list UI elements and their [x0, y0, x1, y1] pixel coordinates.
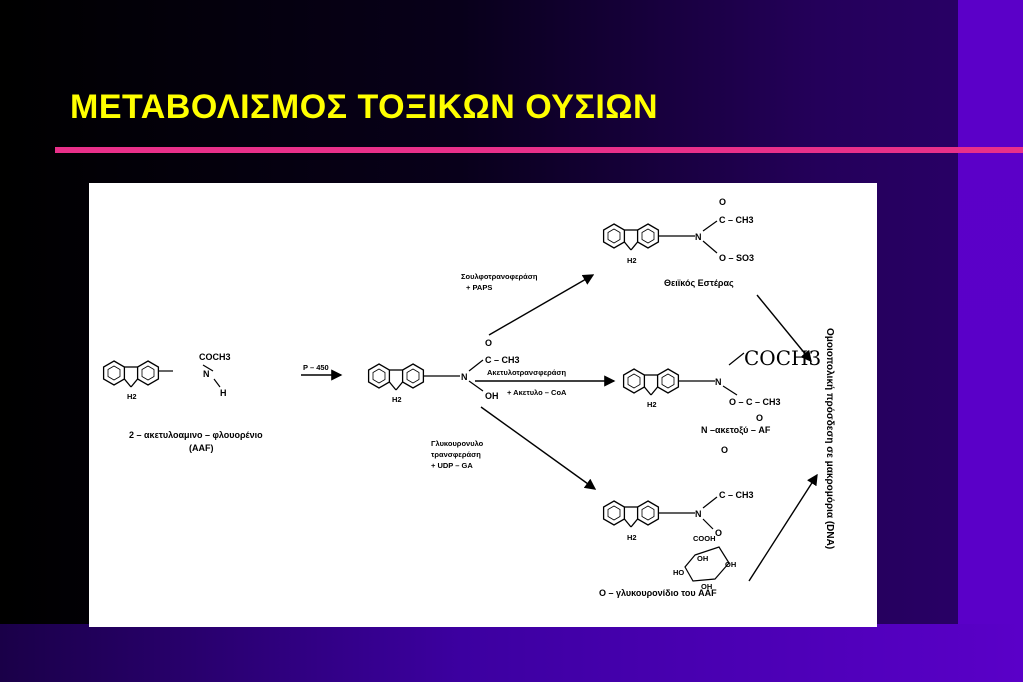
intermediate-o: O [485, 338, 492, 348]
middle-c: O – C – CH3 [729, 397, 781, 407]
p450-label: P – 450 [303, 363, 329, 372]
sulfate-to-dna-arrow [756, 294, 812, 363]
aaf-ch2: H2 [127, 392, 137, 401]
aaf-coch3: COCH3 [199, 352, 231, 362]
bottom-n: N [695, 509, 702, 519]
aaf-name: 2 – ακετυλοαμινο – φλουορένιο [129, 430, 263, 440]
top-cofactor: + PAPS [466, 283, 492, 292]
top-branch-arrow [488, 274, 595, 336]
top-o: O [719, 197, 726, 207]
middle-cofactor: + Ακετυλο – CoA [507, 388, 567, 397]
intermediate-n: N [461, 372, 468, 382]
middle-ch2: H2 [647, 400, 657, 409]
middle-enzyme: Ακετυλοτρανσφεράση [487, 368, 567, 377]
intermediate-c: C – CH3 [485, 355, 520, 365]
bottom-enzyme-1: Γλυκουρονυλο [431, 439, 484, 448]
bottom-branch-arrow [480, 406, 597, 490]
title-underline [55, 147, 1023, 153]
sugar-cooh: COOH [693, 534, 716, 543]
sugar-ring [684, 546, 730, 582]
middle-n: N [715, 377, 722, 387]
bottom-o: O [715, 528, 722, 538]
slide-title: ΜΕΤΑΒΟΛΙΣΜΟΣ ΤΟΞΙΚΩΝ ΟΥΣΙΩΝ [70, 88, 659, 126]
bottom-enzyme-2: τρανσφεράση [431, 450, 481, 459]
aaf-n: N [203, 369, 210, 379]
middle-o: O [756, 413, 763, 423]
bottom-ch2: H2 [627, 533, 637, 542]
bottom-product-name: O – γλυκουρονίδιο του AAF [599, 588, 717, 598]
top-c: C – CH3 [719, 215, 754, 225]
intermediate-oh: OH [485, 391, 499, 401]
sugar-oh1: OH [697, 554, 708, 563]
bottom-c: C – CH3 [719, 490, 754, 500]
bottom-accent-bar [0, 624, 1023, 682]
handwritten-bond [728, 352, 745, 366]
intermediate-ch2: H2 [392, 395, 402, 404]
middle-product-name: N –ακετοξύ – AF [701, 425, 771, 435]
top-n: N [695, 232, 702, 242]
sugar-oh2: OH [725, 560, 736, 569]
aaf-structure: COCH3 N H H2 [102, 352, 231, 401]
sulfate-ester-structure: N O C – CH3 O – SO3 H2 [602, 197, 754, 265]
metabolism-diagram: COCH3 N H H2 2 – ακετυλοαμινο – φλουορέν… [89, 183, 877, 627]
glucuronide-to-dna-arrow [748, 473, 818, 582]
sugar-ho: HO [673, 568, 684, 577]
middle-product-o: O [721, 445, 728, 455]
top-enzyme: Σουλφοτρανοφεράση [461, 272, 538, 281]
top-so3: O – SO3 [719, 253, 754, 263]
top-ch2: H2 [627, 256, 637, 265]
bottom-cofactor: + UDP – GA [431, 461, 473, 470]
sugar-oh3: OH [701, 582, 712, 591]
top-product-name: Θειϊκός Εστέρας [664, 278, 734, 288]
acetoxy-structure: N O – C – CH3 O H2 [622, 368, 781, 423]
dna-binding-label: Ομοιοπολική πρόσδεση σε μακρομόρια (DNA) [824, 328, 835, 549]
aaf-h: H [220, 388, 227, 398]
aaf-abbr: (AAF) [189, 443, 214, 453]
right-accent-bar [958, 0, 1023, 682]
glucuronide-structure: N C – CH3 O H2 COOH OH OH HO OH [602, 490, 754, 591]
intermediate-structure: N O C – CH3 OH H2 [367, 338, 520, 404]
diagram-canvas: COCH3 N H H2 2 – ακετυλοαμινο – φλουορέν… [102, 197, 835, 598]
handwritten-coch3: COCH3 [744, 346, 821, 370]
